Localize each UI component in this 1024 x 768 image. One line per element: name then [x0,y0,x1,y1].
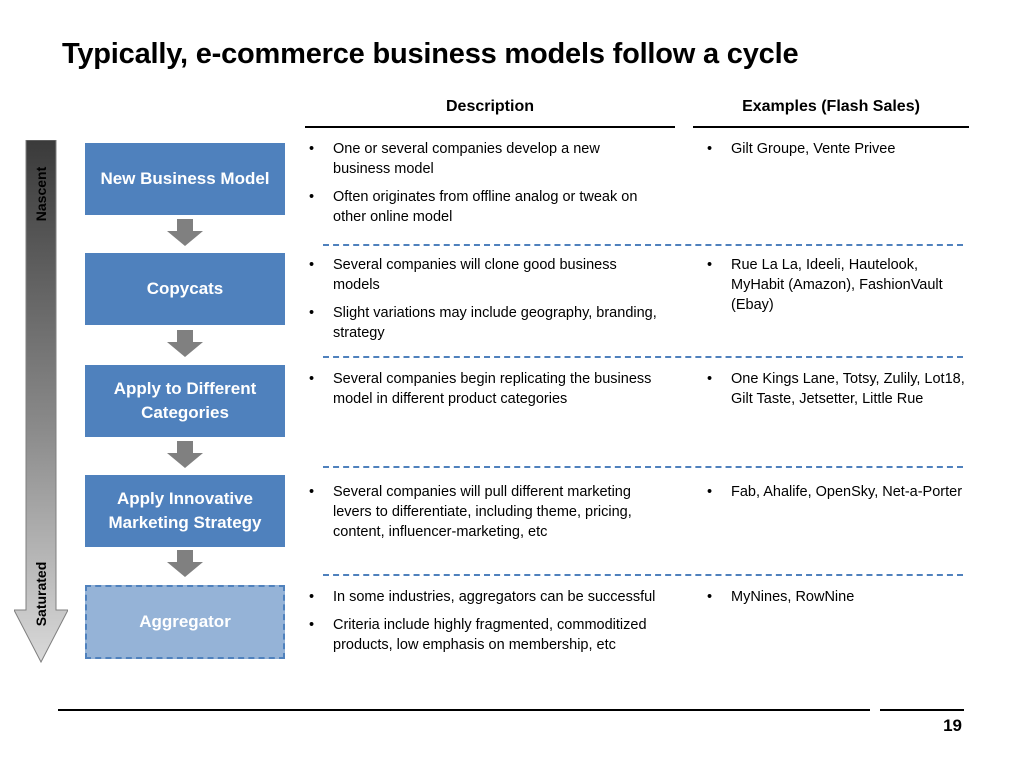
examples-item: •Gilt Groupe, Vente Privee [707,141,896,157]
bullet-icon: • [309,141,315,157]
description-list: •Several companies will clone good busin… [307,255,657,343]
description-item: •Criteria include highly fragmented, com… [309,617,647,653]
examples-header-rule [693,126,969,128]
bullet-icon: • [309,189,315,205]
description-list: •One or several companies develop a new … [307,139,657,227]
bullet-icon: • [707,484,713,500]
description-item: •Slight variations may include geography… [309,305,657,341]
examples-list: •Fab, Ahalife, OpenSky, Net-a-Porter [705,482,969,502]
down-arrow-icon [167,550,203,577]
description-item: •Often originates from offline analog or… [309,189,638,225]
down-arrow-icon [167,219,203,246]
examples-list: •One Kings Lane, Totsy, Zulily, Lot18, G… [705,369,969,409]
examples-item: •One Kings Lane, Totsy, Zulily, Lot18, G… [707,371,965,407]
description-list: •Several companies begin replicating the… [307,369,657,409]
down-arrow-icon [167,330,203,357]
bullet-icon: • [707,257,713,273]
bullet-icon: • [309,305,315,321]
examples-list: •MyNines, RowNine [705,587,969,607]
bullet-icon: • [707,589,713,605]
bullet-icon: • [707,371,713,387]
down-arrow-icon [167,441,203,468]
slide-title: Typically, e-commerce business models fo… [62,38,799,70]
bullet-icon: • [707,141,713,157]
saturated-label: Saturated [33,561,49,627]
examples-list: •Gilt Groupe, Vente Privee [705,139,969,159]
page-number: 19 [943,716,962,735]
stage-box-copycats: Copycats [85,253,285,325]
page-number-rule [880,709,964,711]
description-column-header: Description [445,98,534,115]
examples-item: •Fab, Ahalife, OpenSky, Net-a-Porter [707,484,963,500]
stage-box-new-business-model: New Business Model [85,143,285,215]
nascent-to-saturated-arrow-icon [14,140,68,664]
row-divider [323,466,963,468]
examples-item: •Rue La La, Ideeli, Hautelook, MyHabit (… [707,257,943,313]
row-divider [323,574,963,576]
description-list: •In some industries, aggregators can be … [307,587,657,655]
footer-rule [58,709,870,711]
bullet-icon: • [309,257,315,273]
stage-box-aggregator: Aggregator [85,585,285,659]
description-item: •Several companies will pull different m… [309,484,632,540]
stage-box-different-categories: Apply to Different Categories [85,365,285,437]
description-item: •One or several companies develop a new … [309,141,600,177]
description-item: •Several companies begin replicating the… [309,371,652,407]
examples-column-header: Examples (Flash Sales) [742,98,920,115]
description-item: •In some industries, aggregators can be … [309,589,656,605]
bullet-icon: • [309,484,315,500]
bullet-icon: • [309,589,315,605]
bullet-icon: • [309,371,315,387]
nascent-label: Nascent [33,166,49,222]
description-list: •Several companies will pull different m… [307,482,657,542]
description-header-rule [305,126,675,128]
row-divider [323,244,963,246]
examples-item: •MyNines, RowNine [707,589,855,605]
row-divider [323,356,963,358]
bullet-icon: • [309,617,315,633]
examples-list: •Rue La La, Ideeli, Hautelook, MyHabit (… [705,255,969,315]
stage-box-innovative-marketing: Apply Innovative Marketing Strategy [85,475,285,547]
description-item: •Several companies will clone good busin… [309,257,617,293]
